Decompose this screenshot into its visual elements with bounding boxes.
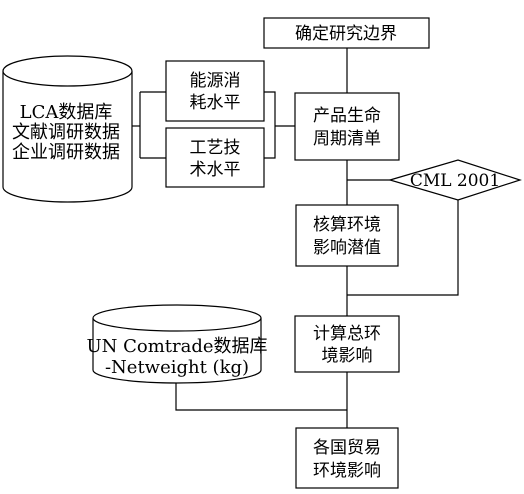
connector-merge xyxy=(264,91,276,159)
connector-cml-out xyxy=(347,200,459,296)
process-box: 工艺技 术水平 xyxy=(165,127,265,188)
boundary-label: 确定研究边界 xyxy=(295,24,397,44)
lifecycle-line2: 周期清单 xyxy=(313,129,381,149)
lca-database-cylinder: LCA数据库 文献调研数据 企业调研数据 xyxy=(2,55,133,203)
accounting-box: 核算环境 影响潜值 xyxy=(295,204,399,267)
energy-box: 能源消 耗水平 xyxy=(165,60,265,122)
lca-db-line3: 企业调研数据 xyxy=(12,142,120,163)
connector-un-db xyxy=(175,383,347,411)
energy-line2: 耗水平 xyxy=(190,93,241,113)
trade-line2: 环境影响 xyxy=(313,461,381,481)
process-line2: 术水平 xyxy=(190,160,241,180)
boundary-box: 确定研究边界 xyxy=(263,17,430,49)
lca-db-line2: 文献调研数据 xyxy=(12,122,120,143)
total-line1: 计算总环 xyxy=(313,324,381,344)
connectors xyxy=(132,48,459,428)
energy-line1: 能源消 xyxy=(190,71,241,91)
cml-label: CML 2001 xyxy=(410,171,500,191)
lifecycle-box: 产品生命 周期清单 xyxy=(294,92,400,161)
trade-line1: 各国贸易 xyxy=(313,438,381,458)
total-box: 计算总环 境影响 xyxy=(294,315,400,373)
lca-db-line1: LCA数据库 xyxy=(20,102,113,123)
process-line1: 工艺技 xyxy=(190,138,241,158)
trade-box: 各国贸易 环境影响 xyxy=(295,427,399,489)
un-db-line2: -Netweight (kg) xyxy=(105,357,249,378)
accounting-line1: 核算环境 xyxy=(313,215,381,235)
un-comtrade-cylinder: UN Comtrade数据库 -Netweight (kg) xyxy=(86,304,268,384)
un-db-line1: UN Comtrade数据库 xyxy=(86,336,267,357)
accounting-line2: 影响潜值 xyxy=(313,238,381,258)
lifecycle-line1: 产品生命 xyxy=(313,106,381,126)
total-line2: 境影响 xyxy=(322,346,373,366)
cml-diamond: CML 2001 xyxy=(387,159,522,201)
